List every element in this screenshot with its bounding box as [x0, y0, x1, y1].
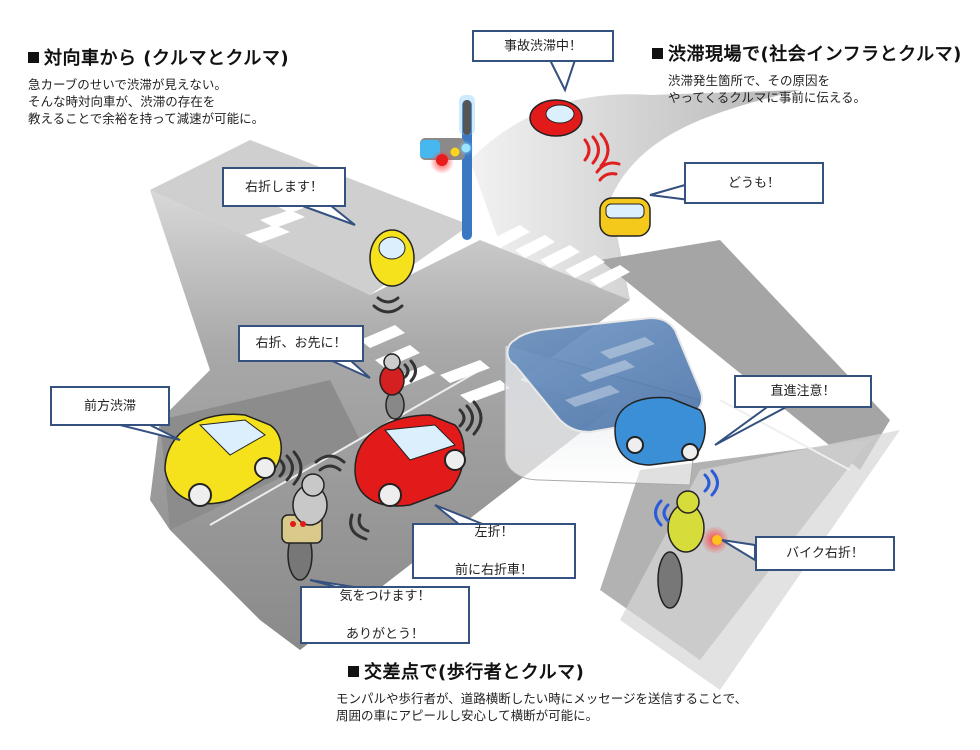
car-yellow-left — [164, 413, 282, 507]
section-congestion-title: 渋滞現場で(社会インフラとクルマ) — [652, 40, 962, 66]
motorcycle-yellow-rider — [657, 490, 729, 609]
bubble-text: 気をつけます！ — [339, 588, 431, 604]
bubble-text: ありがとう！ — [345, 626, 424, 642]
section-oncoming-desc: 急カーブのせいで渋滞が見えない。 そんな時対向車が、渋滞の存在を 教えることで余… — [28, 76, 264, 127]
bubble-accident: 事故渋滞中！ — [472, 30, 614, 62]
desc-line: そんな時対向車が、渋滞の存在を — [28, 94, 216, 109]
bubble-jam-ahead: 前方渋滞 — [50, 386, 170, 426]
desc-line: 渋滞発生箇所で、その原因を — [668, 73, 831, 88]
bubble-turn-right: 右折します！ — [222, 167, 346, 207]
wave-red-1 — [583, 132, 610, 168]
bubble-tails — [119, 59, 791, 589]
wave-dark-5 — [458, 400, 483, 436]
signal-yellow-light — [450, 147, 460, 157]
heading-text: 渋滞現場で(社会インフラとクルマ) — [668, 44, 962, 65]
motorcycle-red-rider — [379, 353, 405, 420]
square-bullet-icon — [348, 666, 359, 677]
car-yellow-curve — [599, 197, 651, 237]
wave-dark-4 — [349, 513, 370, 541]
bubble-text: バイク右折！ — [786, 546, 864, 561]
heading-text: 対向車から (クルマとクルマ) — [44, 48, 290, 69]
bubble-text: 前に右折車！ — [454, 562, 533, 578]
desc-line: 急カーブのせいで渋滞が見えない。 — [28, 77, 227, 92]
lane-line — [719, 399, 851, 471]
signal-red-light — [436, 154, 448, 166]
bubble-text: どうも！ — [727, 175, 780, 191]
bubble-text: 前方渋滞 — [83, 398, 136, 414]
bubble-text: 直進注意！ — [770, 384, 836, 399]
bubble-text: 事故渋滞中！ — [503, 38, 582, 54]
section-oncoming-title: 対向車から (クルマとクルマ) — [28, 44, 289, 70]
desc-line: 教えることで余裕を持って減速が可能に。 — [28, 111, 265, 126]
crosswalk-top — [490, 225, 630, 288]
signal-blue-light — [461, 143, 471, 153]
bubble-careful: 気をつけます！ ありがとう！ — [300, 586, 470, 644]
bubble-straight-caution: 直進注意！ — [734, 375, 872, 408]
car-red-top — [529, 99, 583, 137]
lane-line — [209, 369, 481, 526]
motorcycle-gray-rider — [281, 473, 328, 581]
bubble-bike-right: バイク右折！ — [755, 536, 895, 571]
wave-blue-2 — [654, 499, 670, 527]
wave-blue-1 — [703, 469, 719, 497]
bubble-after-you: 右折、お先に！ — [238, 325, 364, 362]
section-congestion-desc: 渋滞発生箇所で、その原因を やってくるクルマに事前に伝える。 — [668, 72, 866, 106]
road-right — [600, 240, 890, 470]
bubble-left-turn: 左折！ 前に右折車！ — [412, 523, 576, 579]
square-bullet-icon — [652, 48, 663, 59]
bubble-thanks: どうも！ — [684, 162, 824, 204]
turn-signal-light — [712, 535, 722, 545]
wave-red-2 — [595, 161, 621, 182]
heading-text: 交差点で(歩行者とクルマ) — [364, 662, 585, 683]
road-curve — [470, 90, 800, 300]
desc-line: モンパルや歩行者が、道路横断したい時にメッセージを送信することで、 — [336, 691, 748, 706]
vehicles — [164, 99, 729, 609]
wave-dark-2 — [278, 450, 303, 486]
desc-line: やってくるクルマに事前に伝える。 — [668, 90, 867, 105]
car-yellow-turning — [369, 229, 415, 287]
bubble-text: 右折します！ — [244, 179, 323, 195]
road-main — [150, 190, 630, 650]
bubble-text: 右折、お先に！ — [255, 336, 347, 351]
traffic-signal — [420, 95, 475, 240]
desc-line: 周囲の車にアピールし安心して横断が可能に。 — [336, 708, 599, 723]
section-intersection-title: 交差点で(歩行者とクルマ) — [348, 658, 584, 684]
bubble-text: 左折！ — [474, 524, 514, 540]
wave-dark-1 — [372, 296, 404, 314]
section-intersection-desc: モンパルや歩行者が、道路横断したい時にメッセージを送信することで、 周囲の車にア… — [336, 690, 747, 724]
wave-dark-6 — [403, 359, 417, 383]
car-blue-hidden — [614, 396, 706, 466]
car-red-center — [354, 414, 466, 507]
wave-dark-3 — [314, 454, 346, 472]
square-bullet-icon — [28, 52, 39, 63]
signal-waves — [278, 132, 719, 541]
